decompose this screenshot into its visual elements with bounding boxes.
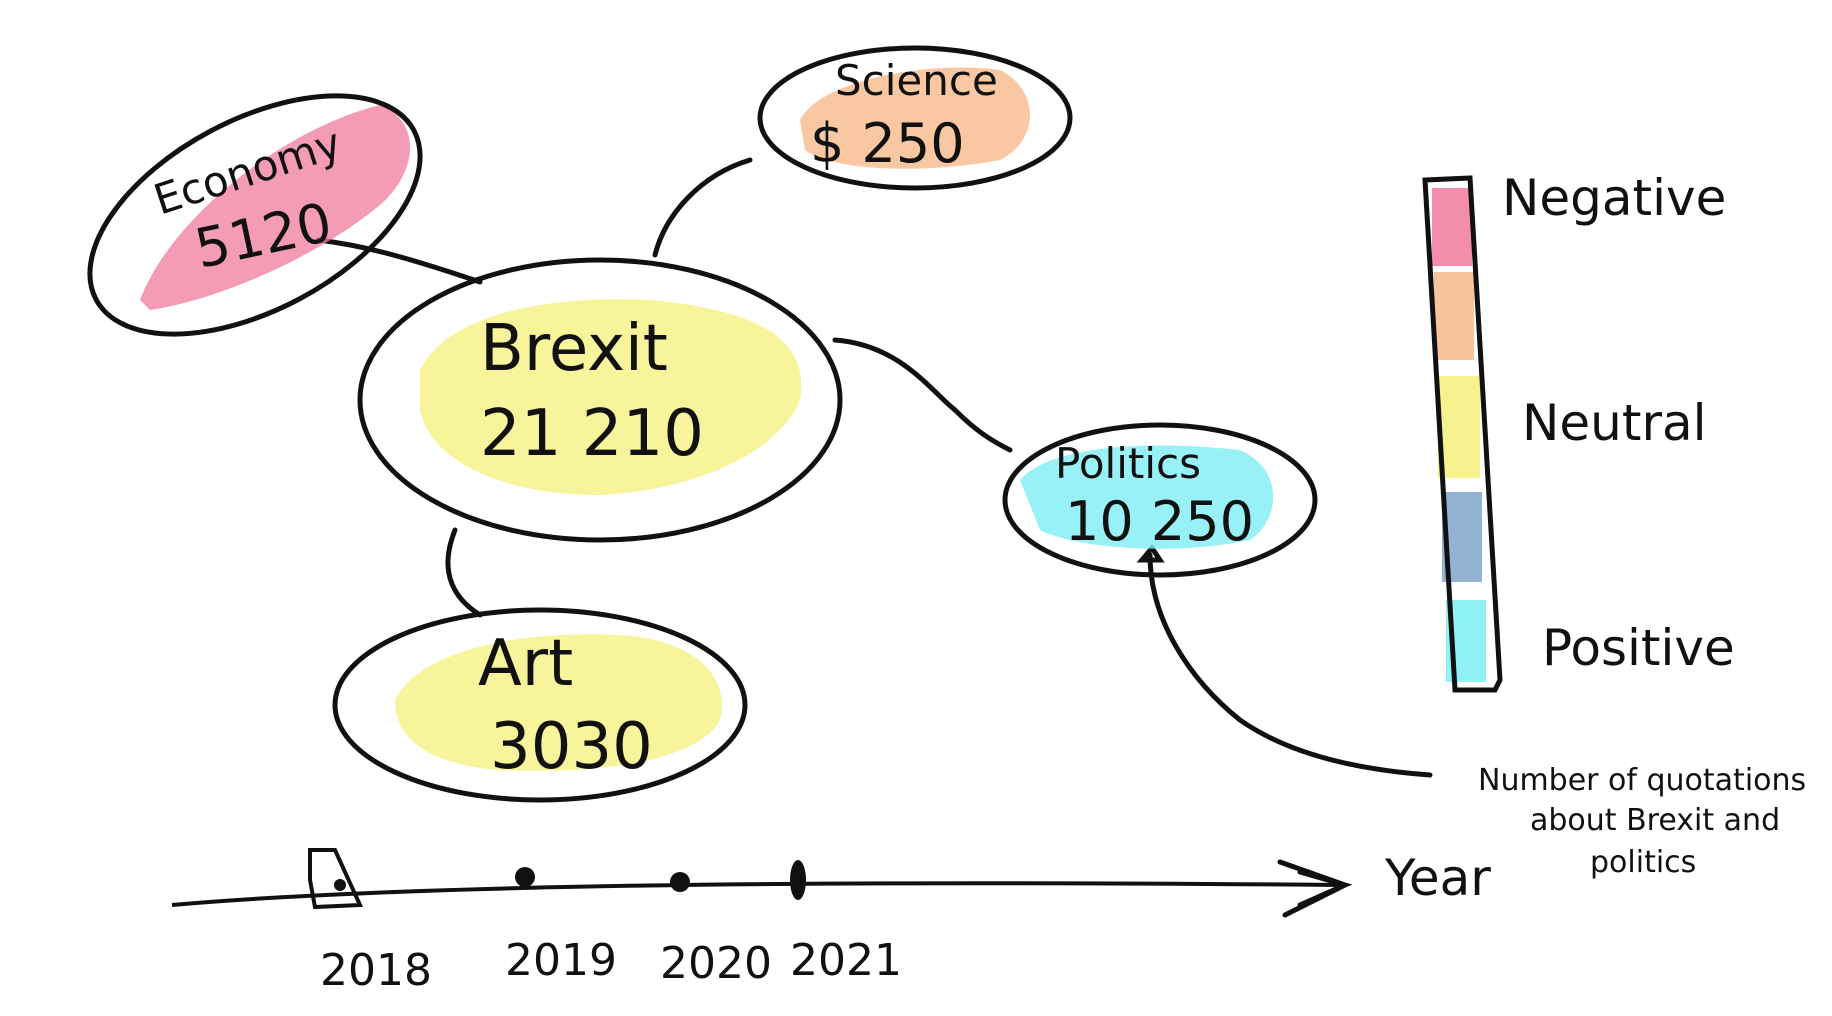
bubble-economy: Economy 5120 <box>87 93 423 337</box>
bubble-brexit-fill <box>420 299 802 495</box>
bubble-politics-fill <box>1020 445 1274 549</box>
legend: Negative Neutral Positive <box>1422 169 1735 693</box>
legend-negative-label: Negative <box>1502 169 1726 227</box>
legend-bar-outline <box>1422 175 1503 693</box>
connectors <box>315 157 1433 778</box>
bubble-science: Science $ 250 <box>757 45 1073 191</box>
timeline-dot-2020 <box>670 872 690 892</box>
connector-economy-brexit <box>315 237 483 285</box>
brexit-label: Brexit <box>480 312 668 386</box>
bubble-science-outline <box>757 45 1073 191</box>
politics-label: Politics <box>1055 439 1201 488</box>
science-count: $ 250 <box>810 112 965 175</box>
tick-2019: 2019 <box>505 935 617 986</box>
tick-2020: 2020 <box>660 938 772 989</box>
art-label: Art <box>478 627 573 701</box>
annotation-line-2: about Brexit and <box>1530 803 1780 838</box>
bubble-politics-outline <box>1002 422 1318 578</box>
annotation-note: Number of quotations about Brexit and po… <box>1478 763 1806 880</box>
bubble-science-fill <box>800 67 1030 169</box>
legend-swatch-negative <box>1432 188 1472 266</box>
timeline: 2018 2019 2020 2021 Year <box>171 848 1491 996</box>
legend-swatch-negative-mild <box>1434 272 1474 360</box>
legend-positive-label: Positive <box>1542 619 1735 677</box>
timeline-axis <box>171 881 1341 907</box>
timeline-marker-2018 <box>308 848 364 910</box>
art-count: 3030 <box>490 710 653 784</box>
annotation-line-1: Number of quotations <box>1478 763 1806 798</box>
bubble-economy-fill <box>140 105 410 310</box>
timeline-axis-label: Year <box>1384 849 1491 907</box>
bubble-brexit: Brexit 21 210 <box>357 257 843 543</box>
tick-2018: 2018 <box>320 945 432 996</box>
timeline-dot-2021 <box>790 860 806 900</box>
connector-science-brexit <box>652 157 753 258</box>
legend-swatch-neutral <box>1438 376 1480 478</box>
bubble-brexit-outline <box>357 257 843 543</box>
timeline-arrowhead <box>1277 859 1353 918</box>
timeline-dot-2018 <box>334 879 346 891</box>
bubble-politics: Politics 10 250 <box>1002 422 1318 578</box>
tick-2021: 2021 <box>790 935 902 986</box>
timeline-dot-2019 <box>515 867 535 887</box>
science-label: Science <box>835 56 998 105</box>
legend-neutral-label: Neutral <box>1522 394 1707 452</box>
connector-arrow-tip <box>1136 543 1165 563</box>
bubble-economy-outline <box>87 93 423 337</box>
brexit-count: 21 210 <box>480 397 704 471</box>
bubble-art-fill <box>395 634 722 771</box>
connector-brexit-politics <box>832 337 1013 453</box>
politics-count: 10 250 <box>1065 490 1254 553</box>
connector-brexit-art <box>445 527 483 618</box>
bubble-art: Art 3030 <box>332 607 748 803</box>
connector-politics-note <box>1147 552 1433 778</box>
annotation-line-3: politics <box>1590 845 1696 880</box>
bubble-art-outline <box>332 607 748 803</box>
